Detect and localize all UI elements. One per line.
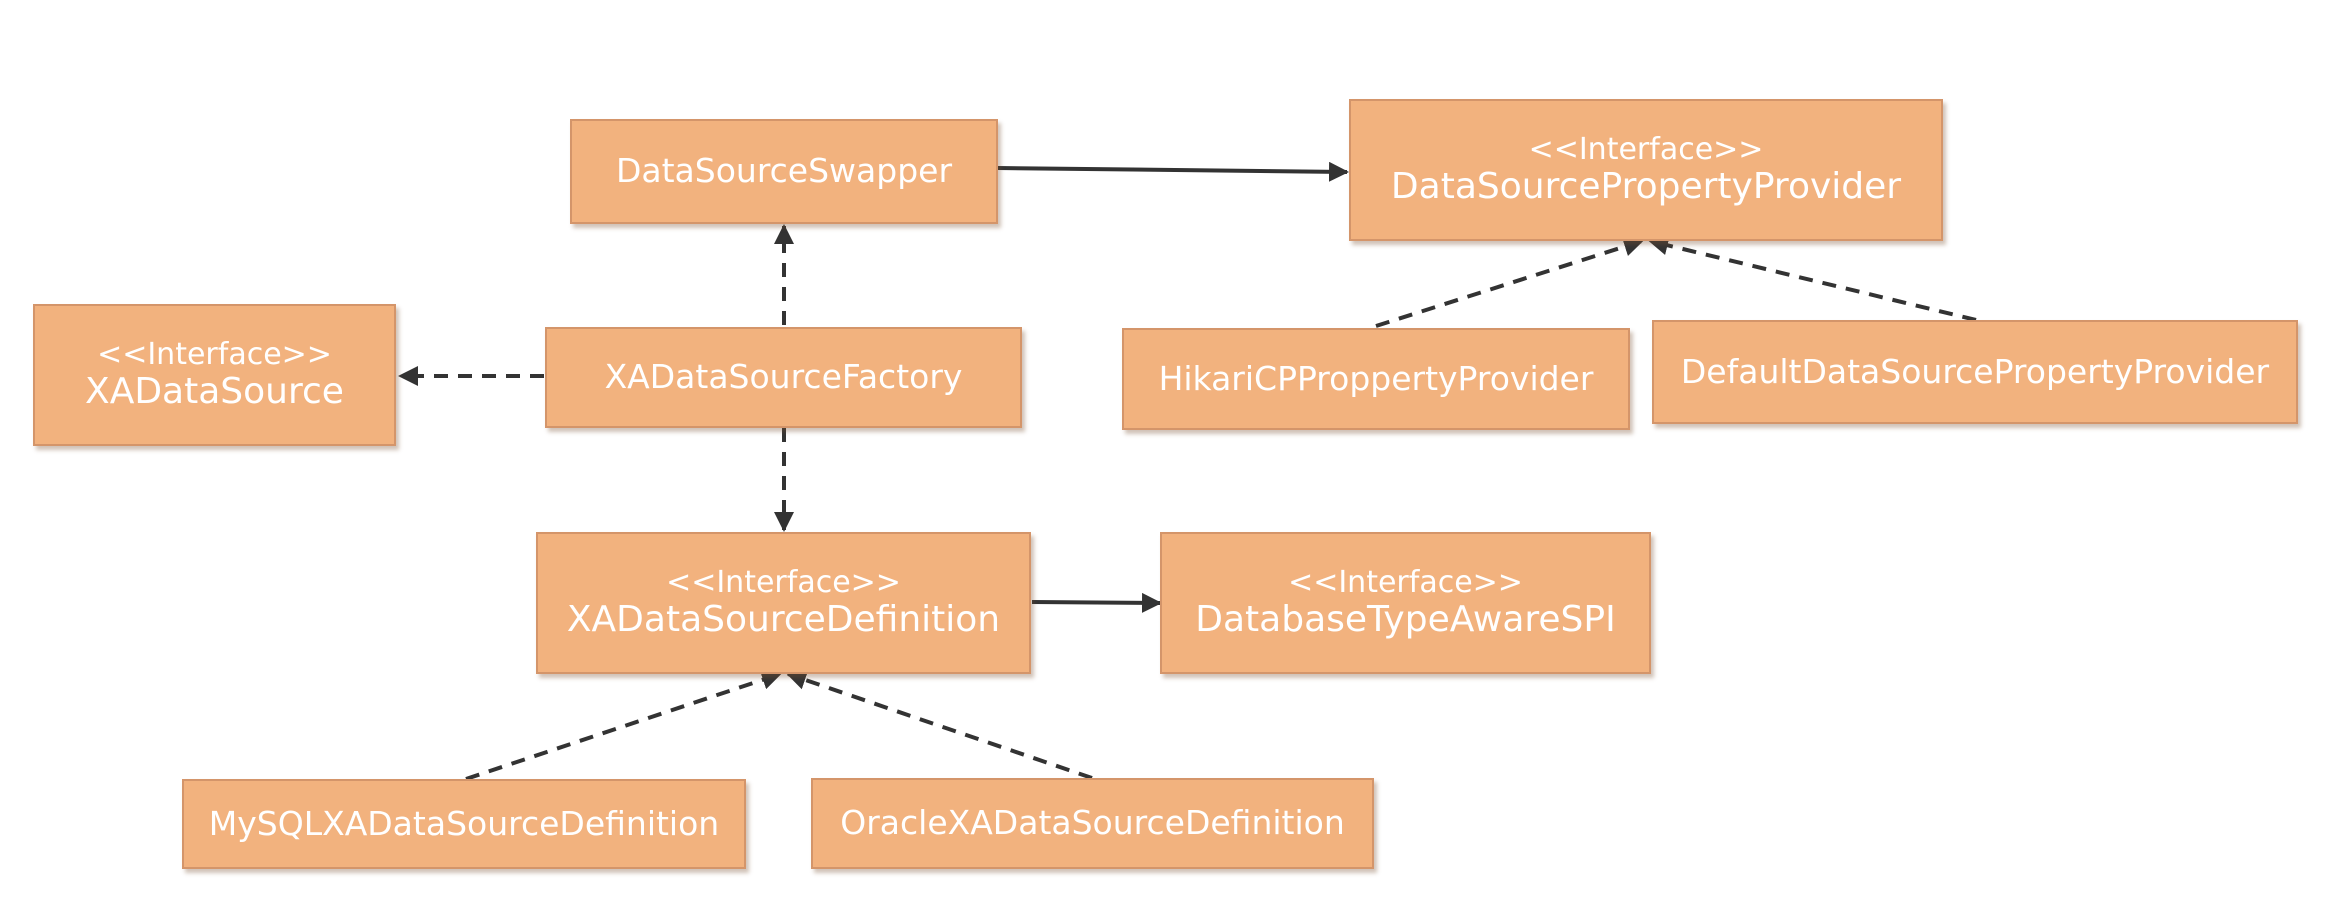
node-xa-data-source-definition: <<Interface>> XADataSourceDefinition [536,532,1031,674]
edge-hikari-to-property-provider [1375,236,1644,328]
node-title: XADataSourceFactory [604,357,963,397]
node-default-data-source-property-provider: DefaultDataSourcePropertyProvider [1652,320,2298,424]
node-title: DatabaseTypeAwareSPI [1195,598,1616,640]
node-stereotype: <<Interface>> [97,337,332,373]
node-title: XADataSourceDefinition [566,598,1001,640]
node-database-type-aware-spi: <<Interface>> DatabaseTypeAwareSPI [1160,532,1651,674]
node-hikari-cp-property-provider: HikariCPProppertyProvider [1122,328,1630,430]
node-data-source-property-provider: <<Interface>> DataSourcePropertyProvider [1349,99,1943,241]
node-title: OracleXADataSourceDefinition [840,803,1345,843]
node-mysql-xa-data-source-definition: MySQLXADataSourceDefinition [182,779,746,869]
node-stereotype: <<Interface>> [1528,132,1764,168]
node-title: DefaultDataSourcePropertyProvider [1680,351,2270,391]
node-title: DataSourceSwapper [615,151,953,191]
node-xa-data-source-factory: XADataSourceFactory [545,327,1022,428]
node-data-source-swapper: DataSourceSwapper [570,119,998,224]
node-title: HikariCPProppertyProvider [1158,358,1594,398]
node-title: MySQLXADataSourceDefinition [208,803,720,843]
node-xa-data-source: <<Interface>> XADataSource [33,304,396,446]
edge-default-to-property-provider [1648,235,1977,322]
node-oracle-xa-data-source-definition: OracleXADataSourceDefinition [811,778,1374,869]
node-stereotype: <<Interface>> [666,565,901,601]
edge-swapper-to-property-provider [997,161,1349,182]
node-stereotype: <<Interface>> [1288,565,1523,601]
edge-oracle-to-definition [786,670,1093,780]
node-title: XADataSource [85,370,344,412]
edge-definition-to-type-aware-spi [1031,592,1162,613]
node-title: DataSourcePropertyProvider [1390,165,1902,207]
edge-mysql-to-definition [465,670,782,781]
